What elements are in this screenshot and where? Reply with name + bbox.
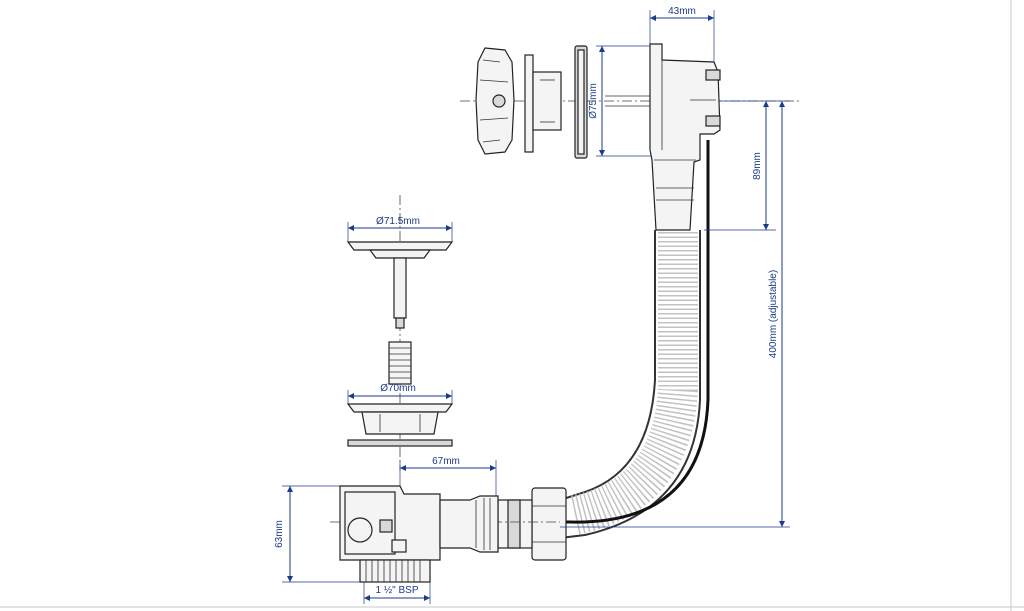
dimension-waste-height: 63mm — [274, 485, 360, 583]
dimension-hose-length-label: 400mm (adjustable) — [768, 270, 779, 358]
overflow-adaptor — [524, 54, 562, 153]
dimension-overflow-depth-label: 43mm — [668, 6, 696, 17]
plug-cap — [346, 241, 454, 251]
dimension-overflow-depth: 43mm — [649, 6, 715, 62]
overflow-cap — [475, 47, 515, 155]
waste-flange — [346, 403, 454, 435]
overflow-assembly — [460, 43, 800, 231]
dimension-waste-offset: 67mm — [399, 456, 497, 496]
overflow-washer — [574, 45, 588, 159]
dimension-plug-diameter: Ø71.5mm — [347, 216, 453, 242]
waste-body — [330, 485, 560, 583]
dimension-overflow-diameter: Ø75mm — [588, 45, 652, 157]
dimension-plug-diameter-label: Ø71.5mm — [376, 216, 420, 227]
plug-assembly — [346, 195, 454, 470]
overflow-body — [649, 43, 721, 231]
dimension-flange-diameter-label: Ø70mm — [380, 383, 416, 394]
dimension-flange-diameter: Ø70mm — [347, 383, 453, 404]
hose-connector-nut — [497, 487, 567, 561]
dimension-waste-offset-label: 67mm — [432, 456, 460, 467]
dimension-hose-length: 400mm (adjustable) — [560, 101, 790, 528]
dimension-thread-size: 1 ½" BSP — [363, 582, 431, 604]
dimension-overflow-height-label: 89mm — [752, 152, 763, 180]
dimension-overflow-diameter-label: Ø75mm — [588, 83, 599, 119]
flexible-hose — [420, 140, 710, 539]
dimension-thread-size-label: 1 ½" BSP — [375, 585, 418, 596]
dimension-waste-height-label: 63mm — [274, 520, 285, 548]
plug-stem — [393, 257, 407, 319]
dimension-overflow-height: 89mm — [704, 100, 790, 231]
threaded-insert — [388, 341, 412, 385]
waste-thread — [359, 559, 431, 583]
flange-gasket — [347, 439, 453, 447]
